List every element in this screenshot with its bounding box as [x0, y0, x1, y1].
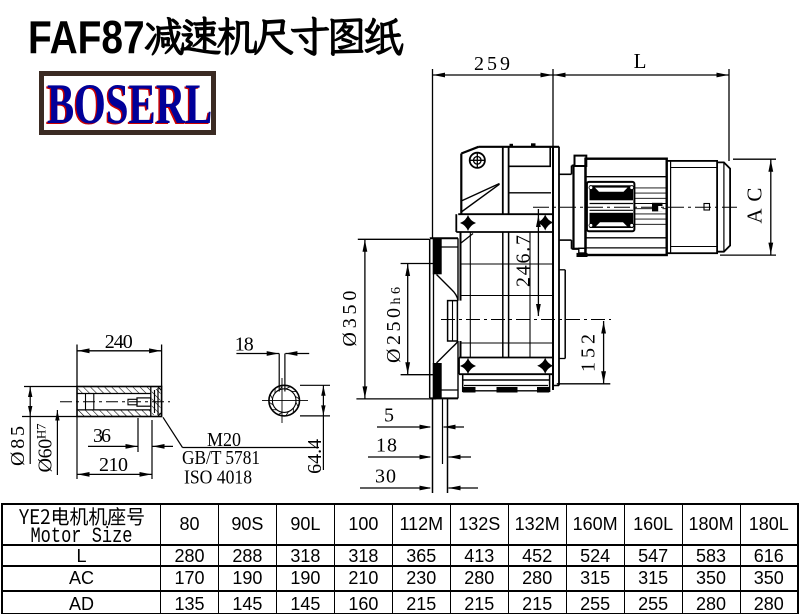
svg-text:64.4: 64.4: [304, 439, 326, 474]
svg-text:152: 152: [578, 334, 600, 372]
svg-text:AC: AC: [743, 188, 767, 224]
svg-text:246.7: 246.7: [513, 235, 535, 287]
svg-text:L: L: [634, 49, 647, 73]
svg-text:M20: M20: [207, 429, 241, 451]
svg-text:18: 18: [235, 334, 254, 356]
svg-text:GB/T 5781: GB/T 5781: [182, 447, 260, 469]
svg-text:210: 210: [99, 454, 128, 476]
svg-text:259: 259: [474, 53, 510, 75]
svg-text:18: 18: [376, 435, 397, 457]
svg-text:Ø350: Ø350: [339, 291, 361, 347]
svg-text:36: 36: [93, 425, 111, 447]
svg-text:Ø60H7: Ø60H7: [34, 423, 57, 473]
svg-text:Ø85: Ø85: [7, 426, 29, 466]
svg-text:240: 240: [105, 331, 133, 353]
svg-text:30: 30: [375, 466, 396, 488]
svg-text:ISO 4018: ISO 4018: [184, 467, 252, 489]
svg-text:5: 5: [384, 405, 394, 427]
svg-text:Ø250h6: Ø250h6: [383, 287, 405, 363]
